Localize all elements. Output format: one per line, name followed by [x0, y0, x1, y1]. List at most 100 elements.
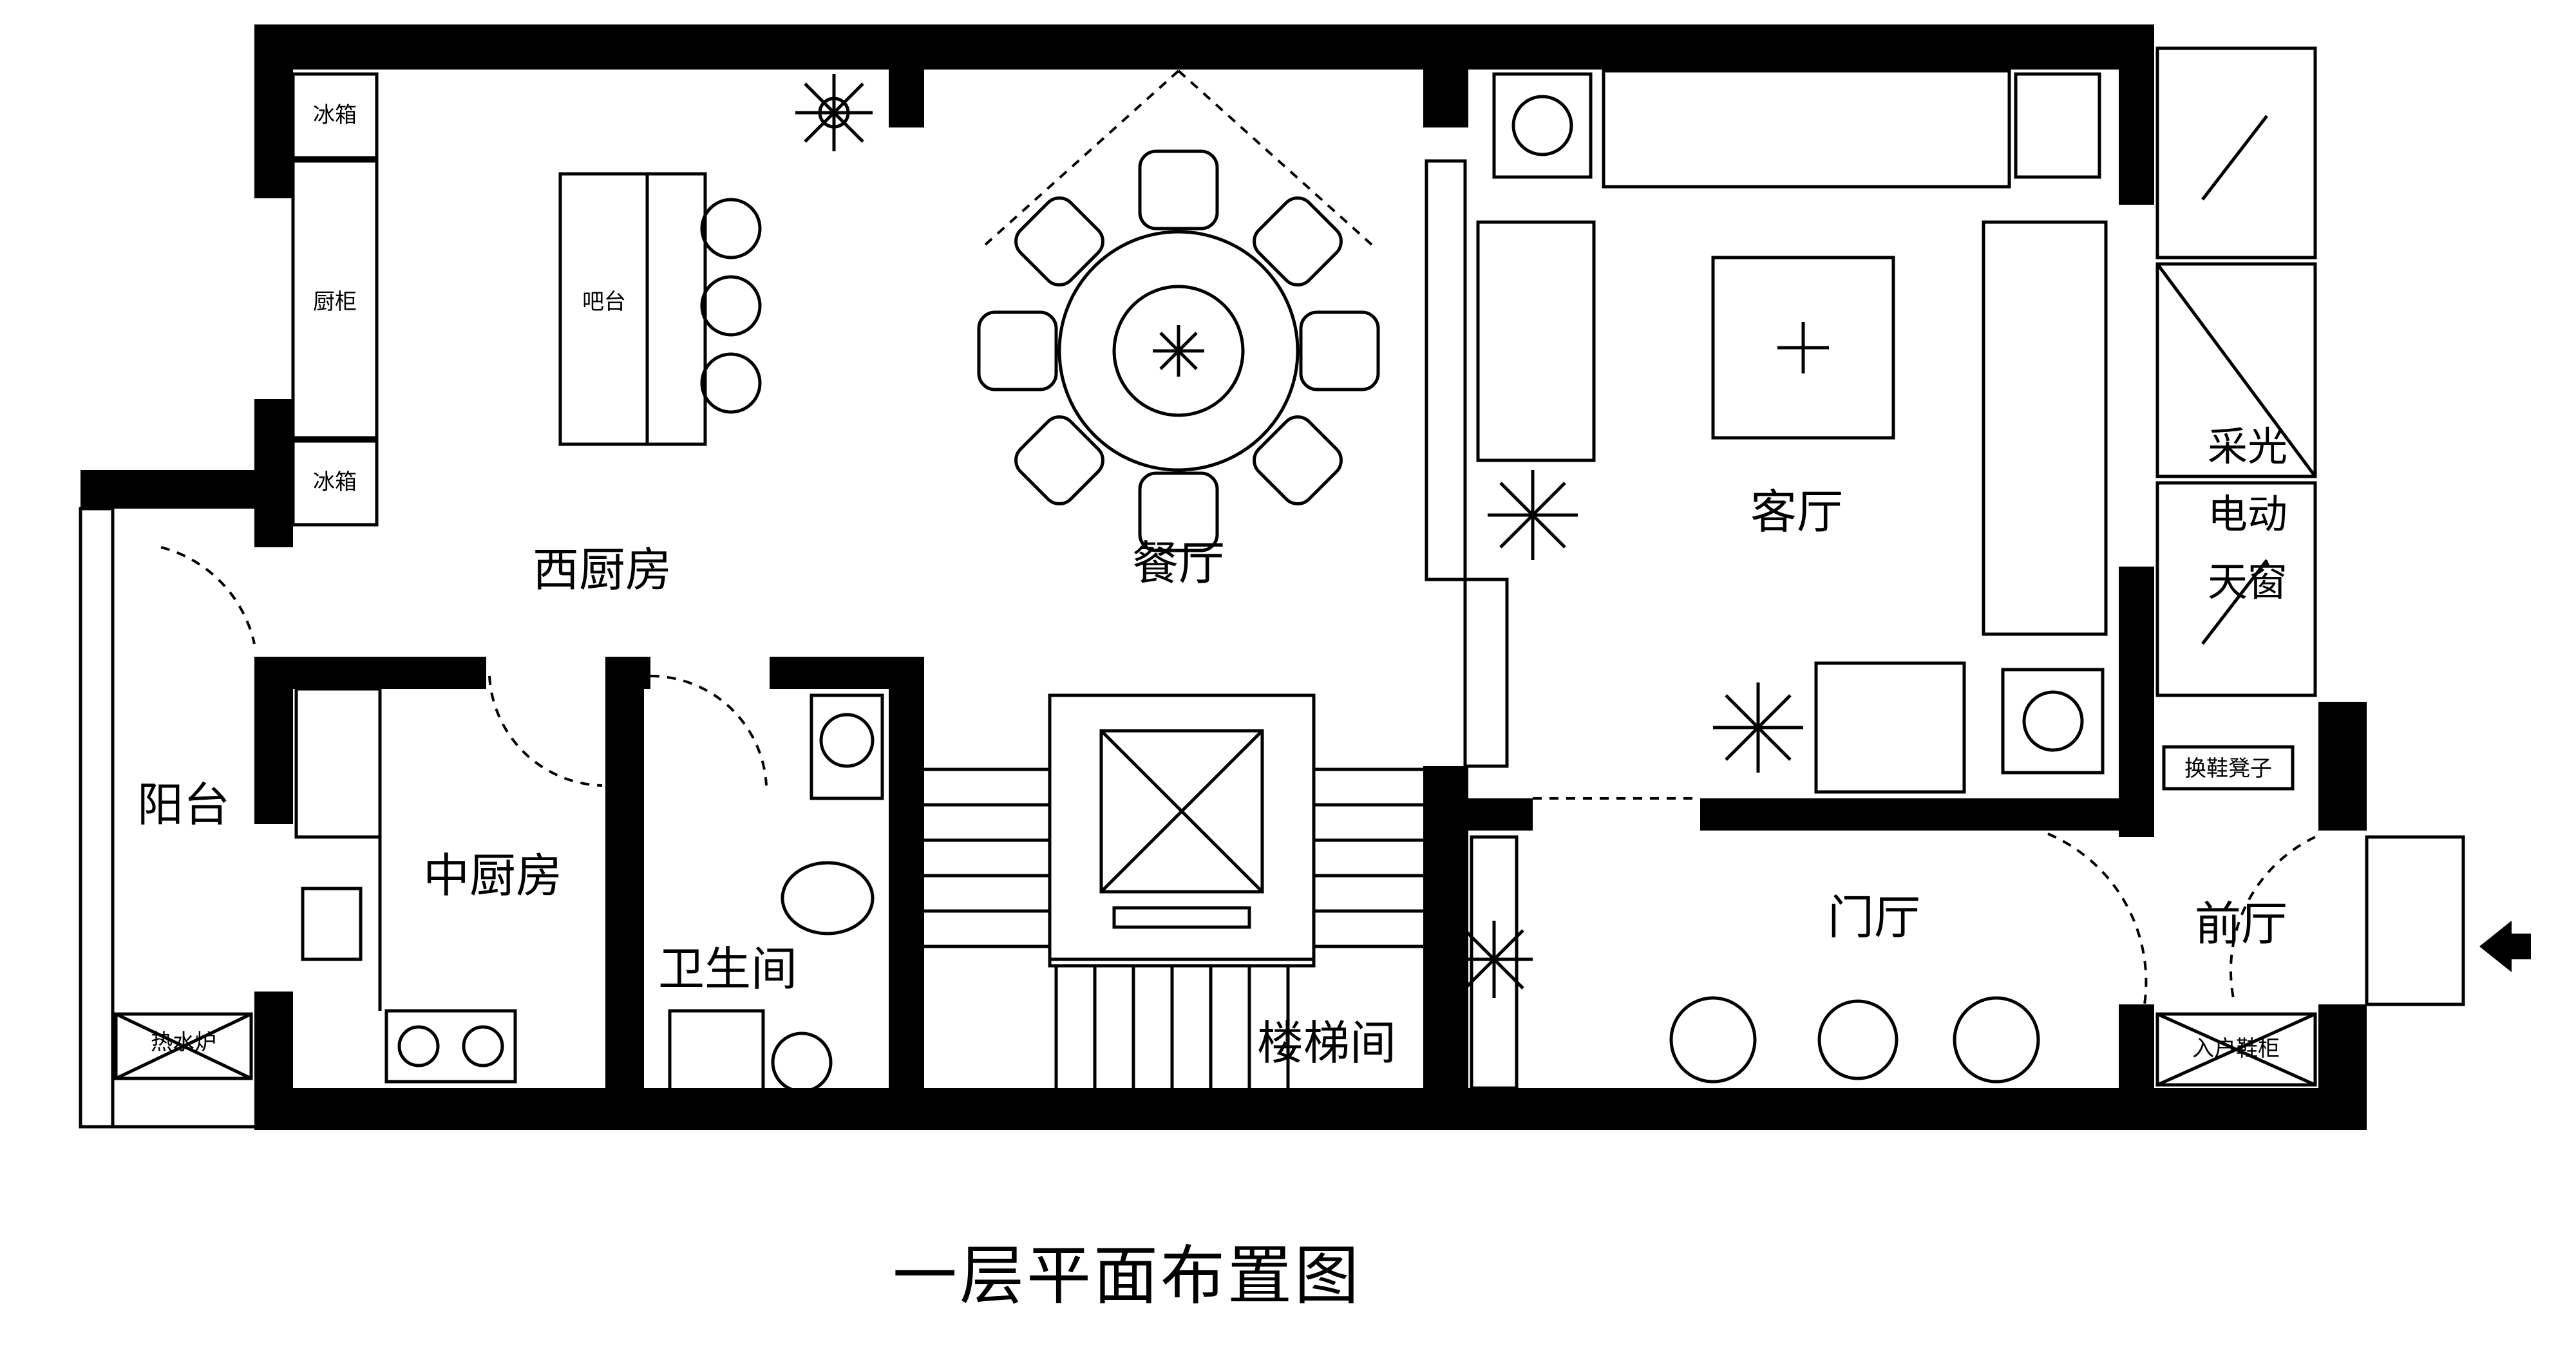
round-table: [1817, 999, 1899, 1080]
toilet: [781, 861, 875, 936]
window-panel-3: [2155, 481, 2317, 697]
shoe-cabinet: [2155, 1012, 2317, 1087]
stairwell-structure: [924, 693, 1423, 1088]
label-bathroom: 卫生间: [658, 942, 797, 996]
foyer-stool-2: [1953, 996, 2040, 1084]
wall-right-upper: [2119, 24, 2154, 205]
plan-title: 一层平面布置图: [893, 1238, 1361, 1313]
label-skylight-1: 采光: [2208, 423, 2287, 470]
wall-right-mid: [2119, 567, 2154, 837]
foyer-furniture: [1455, 745, 2531, 1090]
label-living: 客厅: [1750, 485, 1843, 539]
label-island: 吧台: [582, 289, 626, 315]
elevator-car: [1099, 729, 1264, 894]
water-heater-box: [114, 1012, 253, 1080]
balcony-area: [79, 507, 256, 1129]
dining-chair-5: [1014, 196, 1104, 287]
wall-bottom: [254, 1088, 2367, 1130]
wall-pillar-1: [889, 24, 924, 127]
stair-treads: [924, 767, 1423, 1088]
wall-kitchen-divider: [605, 657, 644, 1107]
bar-stool-3: [700, 352, 762, 414]
kitchen-door-swing: [488, 675, 603, 787]
coffee-table: [1711, 256, 1895, 440]
label-dining: 餐厅: [1132, 536, 1225, 590]
foyer-stool-1: [1669, 996, 1757, 1084]
entry-arrow-icon: [2479, 921, 2512, 972]
wall-kitchen-top-2: [605, 657, 650, 689]
bar-stool-2: [700, 275, 762, 337]
dining-chair-1: [1138, 149, 1219, 230]
plant-icon: [795, 74, 873, 151]
dining-chair-7: [1014, 415, 1104, 505]
bathroom-fixtures: [650, 674, 884, 1093]
stove: [384, 1009, 517, 1084]
label-west-kitchen: 西厨房: [533, 543, 672, 597]
wall-left-upper: [254, 24, 293, 198]
flower-icon: [1777, 322, 1829, 373]
plant-icon: [1488, 470, 1578, 560]
wall-stair-right: [1423, 766, 1468, 1101]
west-kitchen-furniture: [291, 72, 873, 527]
fridge-top: [291, 72, 379, 160]
wall-balcony-top: [80, 470, 293, 509]
flower-icon: [1153, 325, 1204, 377]
dining-chair-8: [1253, 415, 1343, 505]
elevator-door: [1112, 906, 1251, 929]
entry-threshold: [2365, 835, 2465, 1006]
bar-stool-1: [700, 198, 762, 259]
wall-kitchen-top-1: [254, 657, 486, 689]
wall-foyer-bottom: [2119, 1004, 2154, 1130]
dining-chair-2: [1138, 471, 1219, 552]
walls: [80, 24, 2367, 1130]
living-furniture: [1425, 69, 2108, 800]
window-panel-2: [2155, 262, 2317, 478]
island-counter: [558, 172, 707, 446]
lazy-susan: [1112, 285, 1245, 417]
label-front-hall: 前厅: [2195, 897, 2287, 951]
balcony-door-swing: [160, 546, 256, 644]
bath-basin: [810, 693, 884, 800]
bath-door-swing: [650, 674, 768, 786]
planter-strip: [1425, 159, 1467, 581]
label-fridge-bottom: 冰箱: [313, 469, 357, 495]
sofa-right: [1982, 220, 2108, 636]
shower-tray: [668, 1009, 765, 1093]
fridge-bottom: [291, 439, 379, 527]
floor-drain: [771, 1031, 833, 1093]
label-shoe-bench: 换鞋凳子: [2184, 756, 2272, 782]
plant-icon: [1455, 921, 1533, 998]
label-balcony: 阳台: [137, 778, 230, 832]
wall-left-lower: [254, 663, 293, 824]
plant-icon: [1713, 682, 1803, 773]
sofa-top: [1602, 69, 2011, 189]
label-foyer: 门厅: [1828, 890, 1920, 945]
armchair: [1814, 661, 1966, 794]
label-fridge-top: 冰箱: [313, 102, 357, 128]
window-panel-1: [2155, 46, 2317, 259]
label-water-heater: 热水炉: [151, 1030, 216, 1055]
wall-living-bottom-1: [1468, 798, 1533, 831]
middle-kitchen-fixtures: [294, 675, 603, 1084]
dining-chair-3: [977, 310, 1058, 391]
elevator-shaft: [1048, 693, 1316, 961]
label-skylight-2: 电动: [2208, 491, 2287, 538]
label-shoe-cabinet: 入户鞋柜: [2192, 1036, 2280, 1062]
dining-furniture: [977, 70, 1380, 552]
side-table-top-left: [1492, 72, 1593, 179]
sofa-left: [1476, 220, 1596, 462]
wall-pillar-2: [1423, 24, 1468, 127]
kitchen-appliance: [301, 887, 363, 961]
foyer-cabinet: [1470, 835, 1519, 1090]
room-labels: 西厨房 餐厅 客厅 阳台 中厨房 卫生间 楼梯间 门厅 前厅: [137, 485, 2287, 1070]
partition: [1463, 578, 1509, 768]
wall-top: [254, 24, 2154, 70]
front-door-swing: [2229, 836, 2316, 1005]
wall-bath-right: [889, 657, 924, 1107]
wall-front-pillar: [2318, 702, 2367, 831]
balcony-rail: [79, 507, 115, 1129]
side-table-bottom-right: [2001, 668, 2105, 775]
dining-table: [1057, 230, 1300, 472]
label-oven: 厨柜: [313, 289, 357, 315]
